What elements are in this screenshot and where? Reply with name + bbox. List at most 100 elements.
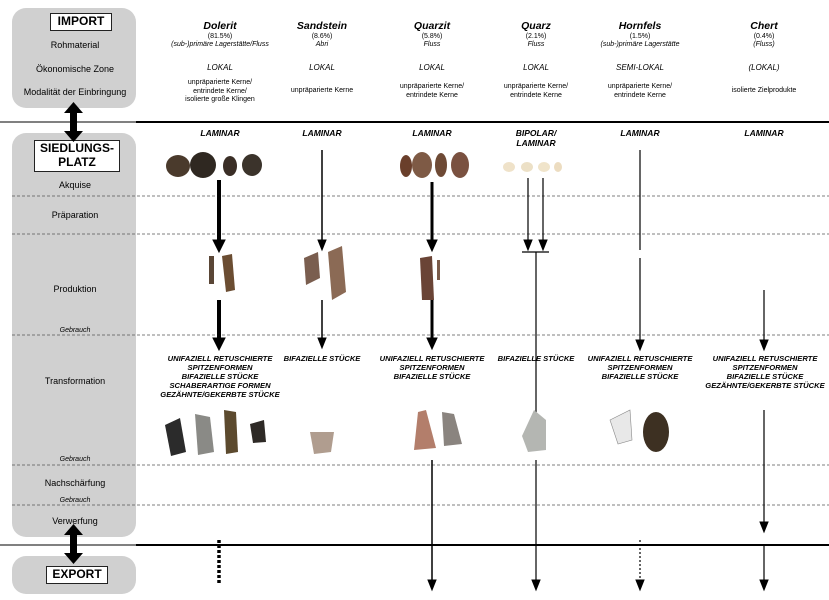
col-hornfels-name: Hornfels — [580, 20, 700, 32]
col-chert-name: Chert — [724, 20, 804, 32]
artifact-quarzit-core-1 — [400, 155, 412, 177]
artifact-quarzit-core-4 — [451, 152, 469, 178]
artifact-dolerit-core-3 — [223, 156, 237, 176]
transformation-line: BIFAZIELLE STÜCKE — [580, 372, 700, 381]
artifact-images — [165, 152, 669, 456]
col-chert-percent: (0.4%) — [724, 33, 804, 41]
col-quarzit-transformation: UNIFAZIELL RETUSCHIERTE SPITZENFORMEN BI… — [377, 354, 487, 381]
col-chert-zone: (LOKAL) — [724, 63, 804, 72]
transformation-line: BIFAZIELLE STÜCKE — [486, 354, 586, 363]
artifact-quarzit-flake-2 — [437, 260, 440, 280]
col-quarzit-technique: LAMINAR — [392, 128, 472, 138]
artifact-dolerit-tool-4 — [250, 420, 266, 443]
col-sandstein-modality: unpräparierte Kerne — [277, 87, 367, 96]
artifact-dolerit-tool-2 — [195, 414, 214, 455]
artifact-quarz-pebble-1 — [503, 162, 515, 172]
col-sandstein-zone: LOKAL — [282, 63, 362, 72]
technique-line: BIPOLAR/ — [496, 128, 576, 138]
artifact-quarzit-core-2 — [412, 152, 432, 178]
col-quarz-zone: LOKAL — [496, 63, 576, 72]
flow-quarz — [522, 178, 549, 590]
transformation-line: UNIFAZIELL RETUSCHIERTE — [580, 354, 700, 363]
modality-line: entrindete Kerne — [491, 92, 581, 101]
col-hornfels-source: (sub-)primäre Lagerstätte — [580, 41, 700, 49]
stage-separators — [12, 196, 829, 505]
col-chert-transformation: UNIFAZIELL RETUSCHIERTE SPITZENFORMEN BI… — [704, 354, 826, 390]
artifact-dolerit-tool-3 — [224, 410, 238, 454]
col-sandstein-source: Abri — [282, 41, 362, 49]
transformation-line: UNIFAZIELL RETUSCHIERTE — [377, 354, 487, 363]
transformation-line: SPITZENFORMEN — [140, 363, 300, 372]
col-quarz-source: Fluss — [496, 41, 576, 49]
flow-quarzit — [427, 182, 437, 590]
col-dolerit-name: Dolerit — [160, 20, 280, 32]
artifact-quarz-pebble-4 — [554, 162, 562, 172]
artifact-quarzit-tool-2 — [442, 412, 462, 446]
artifact-quarz-biface — [522, 410, 546, 452]
col-sandstein-technique: LAMINAR — [282, 128, 362, 138]
artifact-dolerit-core-2 — [190, 152, 216, 178]
col-dolerit-modality: unpräparierte Kerne/ entrindete Kerne/ i… — [150, 79, 290, 105]
transformation-line: UNIFAZIELL RETUSCHIERTE — [704, 354, 826, 363]
modality-line: unpräparierte Kerne/ — [585, 83, 695, 92]
artifact-dolerit-tool-1 — [165, 418, 186, 456]
artifact-dolerit-core-1 — [166, 155, 190, 177]
modality-line: unpräparierte Kerne — [277, 87, 367, 96]
artifact-dolerit-flake-1 — [209, 256, 214, 284]
modality-line: unpräparierte Kerne/ — [491, 83, 581, 92]
col-chert-technique: LAMINAR — [724, 128, 804, 138]
col-chert-source: (Fluss) — [724, 41, 804, 49]
transformation-line: BIFAZIELLE STÜCKE — [704, 372, 826, 381]
modality-line: entrindete Kerne — [585, 92, 695, 101]
artifact-dolerit-flake-2 — [222, 254, 235, 292]
col-quarzit-percent: (5.8%) — [392, 33, 472, 41]
transformation-line: SPITZENFORMEN — [377, 363, 487, 372]
artifact-sandstein-flake-2 — [328, 246, 346, 300]
col-dolerit-percent: (81.5%) — [160, 33, 280, 41]
transformation-line: BIFAZIELLE STÜCKE — [140, 372, 300, 381]
artifact-sandstein-biface — [310, 432, 334, 454]
artifact-quarz-pebble-3 — [538, 162, 550, 172]
col-hornfels-technique: LAMINAR — [600, 128, 680, 138]
artifact-hornfels-tool-1 — [610, 410, 632, 444]
technique-line: LAMINAR — [496, 138, 576, 148]
artifact-dolerit-core-4 — [242, 154, 262, 176]
artifact-quarz-pebble-2 — [521, 162, 533, 172]
transformation-line: GEZÄHNTE/GEKERBTE STÜCKE — [140, 390, 300, 399]
transformation-line: SPITZENFORMEN — [704, 363, 826, 372]
col-quarzit-source: Fluss — [392, 41, 472, 49]
col-hornfels-transformation: UNIFAZIELL RETUSCHIERTE SPITZENFORMEN BI… — [580, 354, 700, 381]
artifact-sandstein-flake-1 — [304, 252, 320, 285]
col-hornfels-zone: SEMI-LOKAL — [580, 63, 700, 72]
modality-line: entrindete Kerne/ — [150, 88, 290, 97]
col-sandstein-percent: (8.6%) — [282, 33, 362, 41]
artifact-quarzit-tool-1 — [414, 410, 436, 450]
artifact-hornfels-tool-2 — [643, 412, 669, 452]
col-quarz-name: Quarz — [496, 20, 576, 32]
col-quarz-transformation: BIFAZIELLE STÜCKE — [486, 354, 586, 363]
col-quarzit-modality: unpräparierte Kerne/ entrindete Kerne — [387, 83, 477, 100]
col-quarz-percent: (2.1%) — [496, 33, 576, 41]
col-sandstein-transformation: BIFAZIELLE STÜCKE — [272, 354, 372, 363]
artifact-quarzit-flake-1 — [420, 256, 434, 300]
col-quarzit-zone: LOKAL — [392, 63, 472, 72]
modality-line: entrindete Kerne — [387, 92, 477, 101]
modality-line: unpräparierte Kerne/ — [387, 83, 477, 92]
col-quarzit-name: Quarzit — [392, 20, 472, 32]
modality-line: isolierte Zielprodukte — [714, 87, 814, 96]
artifact-quarzit-core-3 — [435, 153, 447, 177]
col-hornfels-percent: (1.5%) — [580, 33, 700, 41]
transformation-line: GEZÄHNTE/GEKERBTE STÜCKE — [704, 381, 826, 390]
modality-line: unpräparierte Kerne/ — [150, 79, 290, 88]
col-sandstein-name: Sandstein — [282, 20, 362, 32]
col-dolerit-source: (sub-)primäre Lagerstätte/Fluss — [150, 41, 290, 49]
col-hornfels-modality: unpräparierte Kerne/ entrindete Kerne — [585, 83, 695, 100]
col-quarz-modality: unpräparierte Kerne/ entrindete Kerne — [491, 83, 581, 100]
modality-line: isolierte große Klingen — [150, 96, 290, 105]
col-dolerit-zone: LOKAL — [160, 63, 280, 72]
transformation-line: SCHABERARTIGE FORMEN — [140, 381, 300, 390]
double-arrow-bottom — [64, 524, 83, 564]
col-chert-modality: isolierte Zielprodukte — [714, 87, 814, 96]
flow-sandstein — [318, 150, 326, 348]
transformation-line: SPITZENFORMEN — [580, 363, 700, 372]
